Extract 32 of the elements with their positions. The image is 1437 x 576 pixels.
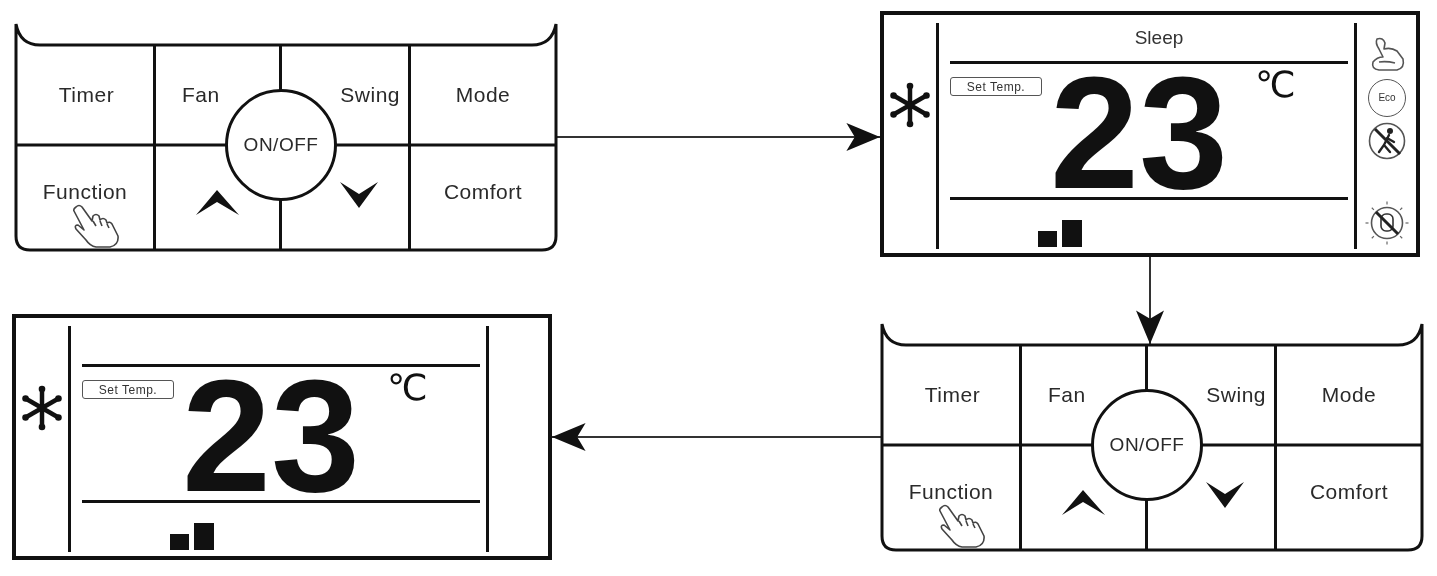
key-label: Comfort [1309, 480, 1389, 504]
keypad [880, 322, 1424, 552]
unit-label: ℃ [387, 368, 428, 408]
chevron-up-icon [196, 190, 239, 215]
temperature-digits: 23 [1050, 74, 1228, 193]
temperature-digits: 23 [182, 377, 360, 496]
key-label: Function [42, 180, 128, 204]
key-label: Swing [1206, 383, 1266, 407]
key-label: Timer [58, 83, 115, 107]
key-label: Fan [1048, 383, 1086, 407]
key-label: Mode [455, 83, 511, 107]
key-label: Fan [182, 83, 220, 107]
chevron-down-icon [340, 180, 378, 208]
chevron-down-icon [1206, 480, 1244, 508]
lcd-display [12, 314, 552, 560]
key-label: Timer [924, 383, 981, 407]
lcd-display [880, 11, 1420, 257]
status-text: Sleep [1134, 27, 1184, 49]
indicator-tag: Set Temp. [950, 77, 1042, 96]
arrow [556, 123, 881, 151]
keypad [14, 22, 558, 252]
unit-label: ℃ [1255, 65, 1296, 105]
key-label: Swing [340, 83, 400, 107]
key-label: ON/OFF [1109, 433, 1185, 457]
key-label: Function [908, 480, 994, 504]
chevron-up-icon [1062, 490, 1105, 515]
arrow [1136, 256, 1164, 345]
arrow [551, 423, 882, 451]
key-label: Mode [1321, 383, 1377, 407]
key-label: Comfort [443, 180, 523, 204]
indicator-tag: Set Temp. [82, 380, 174, 399]
key-label: ON/OFF [243, 133, 319, 157]
